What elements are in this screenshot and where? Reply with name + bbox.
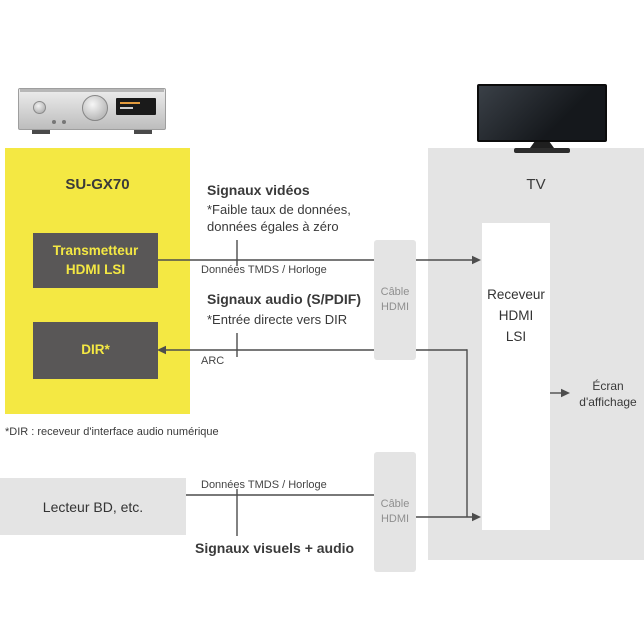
audio-signal-label: Signaux audio (S/PDIF) [207,291,362,307]
tv-screen [477,84,607,142]
bd-player-box: Lecteur BD, etc. [0,478,186,535]
tv-title: TV [526,176,546,193]
amplifier-display [116,98,156,115]
tmds-clock-label-top: Données TMDS / Horloge [201,264,327,276]
amplifier-input-knob-icon [33,101,46,114]
dir-box: DIR* [33,322,158,379]
amplifier-image [18,86,166,134]
bd-signal-label: Signaux visuels + audio [195,540,355,556]
video-signal-arrow [472,255,481,265]
amplifier-foot [134,130,152,134]
dir-footnote: *DIR : receveur d'interface audio numéri… [5,426,219,438]
amplifier-button-icon [62,120,66,124]
tv-stand-base [514,148,570,153]
tmds-clock-label-bottom: Données TMDS / Horloge [201,479,327,491]
amplifier-foot [32,130,50,134]
video-signal-note: *Faible taux de données, données égales … [207,202,351,235]
transmitter-hdmi-lsi-box: Transmetteur HDMI LSI [33,233,158,288]
amplifier-title: SU-GX70 [65,176,130,193]
arc-arrow [157,345,166,355]
hdmi-cable-top-box: Câble HDMI [374,240,416,360]
screen-arrow [561,388,570,398]
amplifier-top-edge [20,89,164,92]
bd-arrow [472,512,481,522]
receiver-hdmi-lsi-box: Receveur HDMI LSI [482,223,550,530]
tv-image [477,84,607,154]
arc-label: ARC [201,355,225,367]
tv-stand-neck [530,142,554,148]
display-screen-label: Écran d'affichage [579,379,637,409]
amplifier-button-icon [52,120,56,124]
hdmi-cable-bottom-box: Câble HDMI [374,452,416,572]
video-signal-label: Signaux vidéos [207,182,310,198]
amplifier-volume-knob-icon [82,95,108,121]
audio-signal-note: *Entrée directe vers DIR [207,312,348,327]
